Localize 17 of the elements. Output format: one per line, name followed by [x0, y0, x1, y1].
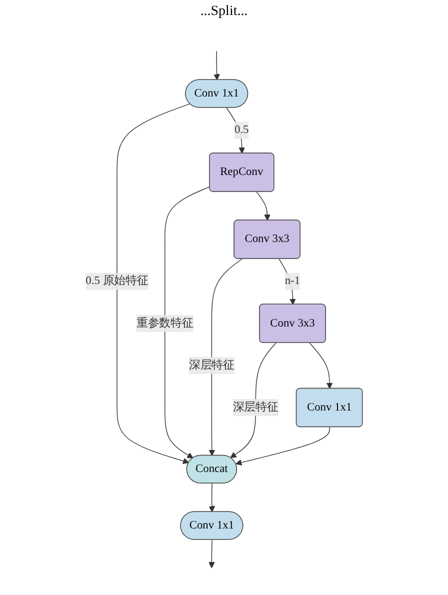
- arrow: [164, 186, 210, 458]
- edge-label: 重参数特征: [136, 316, 194, 330]
- edge-label: 0.5 原始特征: [86, 274, 148, 288]
- edge-label: 深层特征: [188, 359, 234, 372]
- arrow: [214, 50, 220, 80]
- arrow: [116, 103, 190, 464]
- edge-label: n-1: [284, 274, 300, 288]
- edge-label: 深层特征: [232, 401, 278, 414]
- arrow: [208, 483, 216, 512]
- arrow: [236, 426, 330, 466]
- arrow: [256, 192, 270, 221]
- arrow: [278, 258, 296, 305]
- arrow: [208, 258, 242, 456]
- arrow: [208, 539, 215, 568]
- edge-label: 0.5: [234, 124, 249, 136]
- note-text: ...Split...: [200, 4, 248, 19]
- arrow: [309, 342, 333, 389]
